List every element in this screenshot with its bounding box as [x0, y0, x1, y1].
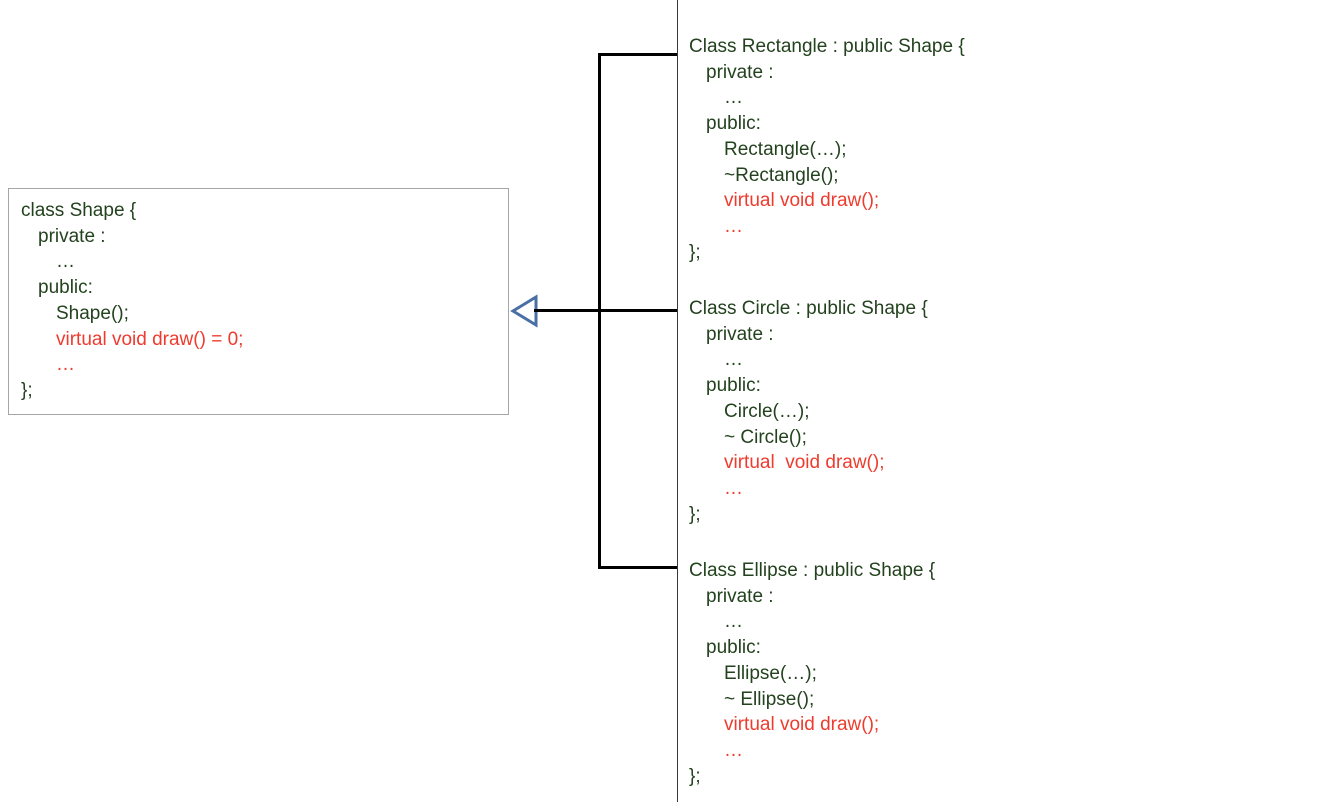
- code-line: private :: [38, 225, 106, 247]
- code-line: };: [689, 765, 701, 787]
- code-line: public:: [706, 113, 761, 135]
- base-class-code: class Shape { private : … public: Shape(); vi…: [21, 198, 243, 404]
- code-line: Ellipse(…);: [724, 662, 817, 684]
- connector-spine-line: [598, 53, 601, 569]
- derived-class-code-circle[interactable]: Class Circle : public Shape { private : … p…: [689, 296, 928, 527]
- code-line: …: [724, 215, 743, 237]
- code-line: private :: [706, 323, 774, 345]
- page-divider: [677, 0, 678, 802]
- code-line: Class Circle : public Shape {: [689, 298, 928, 319]
- code-line: …: [724, 87, 743, 109]
- connector-stem-line: [534, 309, 678, 312]
- code-line: ~ Ellipse();: [724, 688, 815, 710]
- code-line: …: [724, 739, 743, 761]
- code-line: };: [689, 241, 701, 263]
- code-line: …: [724, 477, 743, 499]
- code-line: };: [689, 503, 701, 525]
- derived-class-code-ellipse[interactable]: Class Ellipse : public Shape { private : ……: [689, 558, 935, 789]
- code-line: };: [21, 379, 33, 401]
- code-line: Circle(…);: [724, 400, 810, 422]
- connector-branch-ellipse: [598, 566, 678, 569]
- code-line: Class Rectangle : public Shape {: [689, 36, 965, 57]
- code-line: Shape();: [56, 302, 129, 324]
- code-line: public:: [38, 277, 93, 299]
- code-line: Class Ellipse : public Shape {: [689, 560, 936, 581]
- code-line: ~Rectangle();: [724, 164, 839, 186]
- code-line: public:: [706, 375, 761, 397]
- code-line: virtual void draw();: [724, 452, 885, 474]
- code-line: Rectangle(…);: [724, 138, 847, 160]
- code-line: class Shape {: [21, 200, 137, 221]
- code-line: …: [724, 349, 743, 371]
- code-line: …: [56, 251, 75, 273]
- code-line: ~ Circle();: [724, 426, 807, 448]
- code-line: …: [724, 611, 743, 633]
- code-line: public:: [706, 637, 761, 659]
- code-line: virtual void draw();: [724, 190, 880, 212]
- derived-class-code-rectangle[interactable]: Class Rectangle : public Shape { private …: [689, 34, 965, 265]
- base-class-box-shape[interactable]: class Shape { private : … public: Shape(); vi…: [8, 188, 509, 415]
- code-line: private :: [706, 585, 774, 607]
- code-line: virtual void draw() = 0;: [56, 328, 244, 350]
- code-line: …: [56, 354, 75, 376]
- connector-branch-rectangle: [598, 53, 678, 56]
- code-line: virtual void draw();: [724, 714, 880, 736]
- code-line: private :: [706, 61, 774, 83]
